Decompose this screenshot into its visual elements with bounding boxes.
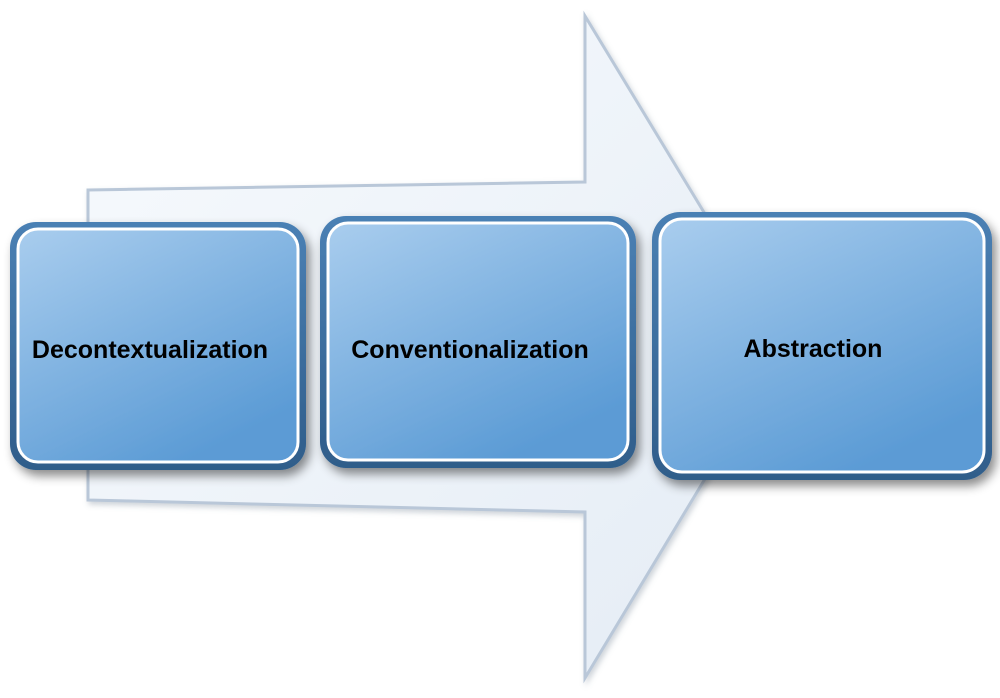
step-label-decontextualization: Decontextualization [32,336,268,364]
step-box-decontextualization [10,222,306,470]
step-box-abstraction [652,212,992,480]
step-box-conventionalization [320,216,636,468]
step-label-abstraction: Abstraction [744,335,883,363]
step-label-conventionalization: Conventionalization [351,336,589,364]
